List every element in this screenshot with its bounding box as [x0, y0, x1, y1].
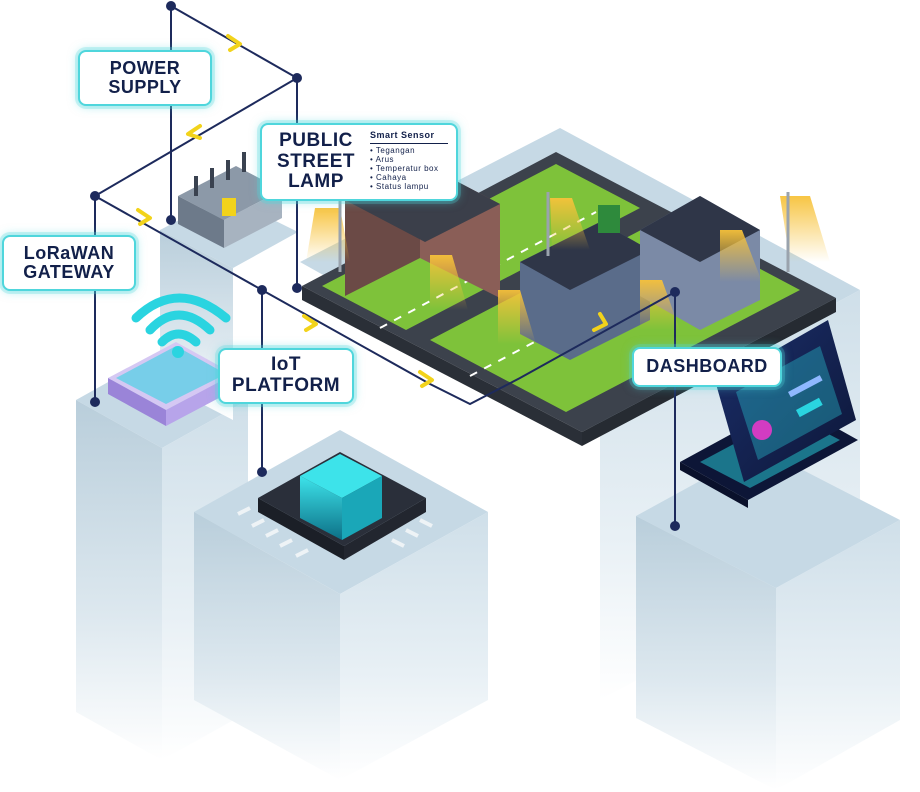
- street-lamp-title: PUBLIC STREET LAMP: [270, 131, 362, 193]
- smart-sensor-item: Status lampu: [370, 182, 448, 191]
- lorawan-gateway-label: LoRaWAN GATEWAY: [2, 235, 136, 291]
- power-supply-label-line2: SUPPLY: [108, 77, 182, 97]
- smart-sensor-panel: Smart Sensor Tegangan Arus Temperatur bo…: [362, 130, 448, 193]
- iot-platform-label-line1: IoT: [271, 354, 301, 376]
- smart-sensor-list: Tegangan Arus Temperatur box Cahaya Stat…: [370, 146, 448, 192]
- power-supply-label: POWER SUPPLY: [78, 50, 212, 106]
- lamp-post-icon: [306, 192, 830, 344]
- pillar-dashboard: [636, 448, 900, 790]
- smart-sensor-item: Temperatur box: [370, 164, 448, 173]
- router-icon: [108, 342, 234, 426]
- street-lamp-title-line1: PUBLIC: [279, 130, 353, 152]
- wifi-icon: [131, 293, 231, 358]
- dashboard-label: DASHBOARD: [632, 347, 782, 387]
- smart-sensor-item: Cahaya: [370, 173, 448, 182]
- smart-sensor-item: Tegangan: [370, 146, 448, 155]
- lorawan-gateway-label-line1: LoRaWAN: [23, 242, 115, 263]
- smart-sensor-title: Smart Sensor: [370, 130, 448, 144]
- transformer-icon: [178, 152, 282, 248]
- chip-icon: [237, 452, 433, 560]
- connector-dots: [90, 1, 680, 531]
- street-lamp-title-line2: STREET: [277, 150, 355, 172]
- iot-platform-label: IoT PLATFORM: [218, 348, 354, 404]
- street-lamp-title-line3: LAMP: [288, 171, 344, 193]
- street-lamp-label: PUBLIC STREET LAMP Smart Sensor Tegangan…: [260, 123, 458, 201]
- dashboard-label-text: DASHBOARD: [646, 356, 768, 377]
- flow-arrow-icon: [136, 34, 608, 388]
- power-supply-label-line1: POWER: [109, 57, 181, 78]
- smart-sensor-item: Arus: [370, 155, 448, 164]
- laptop-icon: [680, 320, 858, 508]
- iot-platform-label-line2: PLATFORM: [231, 375, 341, 396]
- lorawan-gateway-label-line2: GATEWAY: [23, 262, 115, 282]
